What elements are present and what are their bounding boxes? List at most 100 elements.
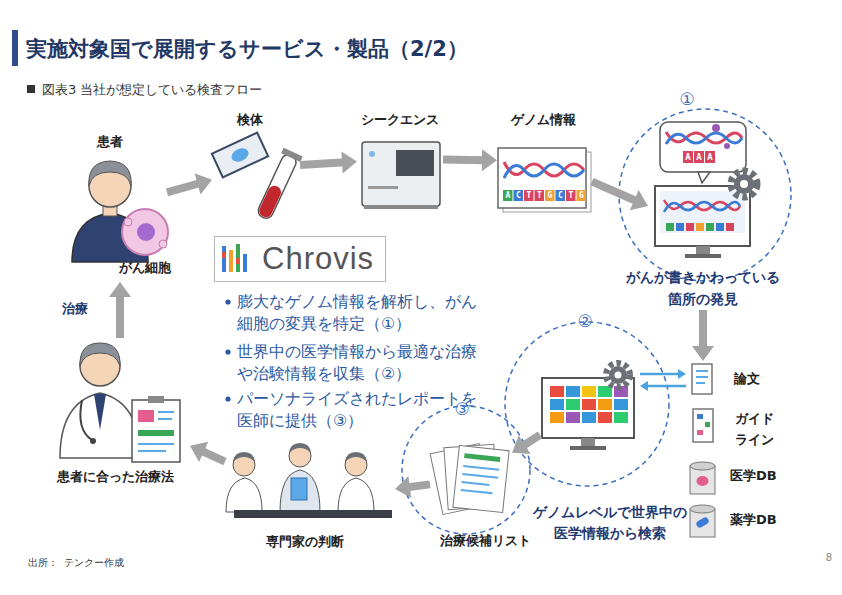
connector-line [522, 435, 540, 446]
database-icon [690, 505, 715, 513]
chrovis-logo-bars [243, 254, 247, 272]
page-number: 8 [812, 552, 832, 564]
sequencer [362, 142, 440, 209]
arrow-head [341, 151, 357, 173]
chrovis-logo-bars [229, 250, 233, 272]
report-list [461, 490, 493, 493]
search-computer [598, 386, 612, 397]
search-computer [582, 386, 596, 397]
bullet-dot [225, 299, 230, 401]
node-text: 治療候補リスト [420, 533, 550, 550]
node-text: Chrovis [262, 240, 384, 278]
doctor-figure [90, 438, 96, 444]
doctor-figure [158, 411, 174, 413]
callout-circle [402, 406, 530, 534]
doctor-figure [158, 418, 172, 420]
report-list [461, 453, 501, 494]
node-text: シークエンス [357, 112, 443, 129]
search-node: ゲノムレベルで世界中の 医学情報から検索 [540, 358, 640, 448]
connector-line [443, 156, 485, 165]
connector-line [167, 183, 200, 192]
chrovis-logo-bars [222, 246, 226, 272]
arrow-head [630, 190, 648, 210]
analysis-computer [696, 223, 704, 231]
paper-icon [696, 382, 705, 384]
search-computer [609, 366, 627, 384]
doctor-figure [60, 343, 180, 462]
bullet-dot [225, 349, 230, 354]
analysis-computer [666, 132, 742, 143]
doctor-figure [138, 410, 154, 422]
bullet-dot [225, 299, 230, 304]
genome-sheet [498, 148, 591, 212]
source-note: 出所： [28, 557, 68, 569]
search-computer [550, 412, 564, 423]
source-node: ガイド ライン [686, 405, 776, 451]
search-computer [598, 399, 612, 410]
experts-figure [291, 478, 307, 500]
database-icon [697, 476, 709, 486]
doctor-figure [94, 394, 106, 430]
analysis-computer [726, 223, 734, 231]
connector-line [699, 310, 707, 349]
arrow-head [512, 435, 531, 454]
callout-number: ① [677, 89, 697, 109]
cancer-cell [159, 240, 167, 248]
flow-arrow [592, 182, 648, 210]
arrow-head [692, 346, 714, 361]
analysis-computer [706, 223, 714, 231]
analysis-computer [731, 171, 757, 197]
node-text: がん細胞 [102, 260, 188, 277]
chrovis-logo-bars [222, 252, 226, 258]
arrow-head [640, 381, 648, 391]
chrovis-logo-bars [236, 258, 240, 264]
search-computer [615, 372, 622, 379]
paper-icon [692, 364, 712, 394]
node-text: ゲノム情報 [497, 112, 589, 129]
caption-marker [27, 85, 35, 93]
specimen-slide [212, 133, 268, 178]
search-computer [550, 399, 564, 410]
bullet-dot [225, 396, 230, 401]
doctor-node: 患者に合った治療法 [50, 338, 190, 490]
database-icon [690, 462, 715, 537]
analysis-computer [712, 124, 720, 132]
flow-arrow [395, 476, 430, 498]
source-node: 医学DB [686, 458, 781, 498]
caption-marker [27, 85, 35, 93]
callout-number: ② [575, 311, 595, 331]
search-computer [542, 363, 634, 450]
list-node: 治療候補リスト [430, 438, 512, 520]
genome-sheet [504, 164, 584, 178]
node-text: 薬学DB [730, 512, 785, 529]
experts-figure [234, 510, 392, 518]
analysis-computer [685, 254, 721, 258]
experts-node: 専門家の判断 [225, 450, 395, 550]
analysis-computer [734, 174, 754, 194]
analysis-computer [724, 143, 730, 149]
experts-figure [289, 443, 311, 453]
feature-bullet: パーソナライズされたレポートを 医師に提供（③） [237, 388, 512, 432]
report-list [462, 474, 498, 478]
cancer-cell [122, 209, 168, 255]
flow-arrow [640, 369, 686, 391]
node-text: 患者 [62, 134, 158, 151]
arrow-head [395, 476, 411, 498]
cancer-cell [124, 218, 132, 226]
patient-node: 患者がん細胞 [62, 132, 167, 282]
experts-figure [233, 452, 255, 462]
doctor-figure [138, 430, 174, 436]
connector-line [592, 182, 637, 202]
doctor-figure [138, 450, 166, 452]
analysis-computer [696, 246, 710, 254]
doctor-figure [138, 443, 174, 445]
guideline-icon [697, 430, 703, 435]
chrovis-logo-bars [236, 244, 240, 272]
test-tube [281, 148, 303, 162]
search-computer [566, 399, 580, 410]
cancer-cell [122, 209, 168, 255]
source-note: テンクー作成 [64, 557, 154, 569]
test-tube [257, 184, 283, 219]
